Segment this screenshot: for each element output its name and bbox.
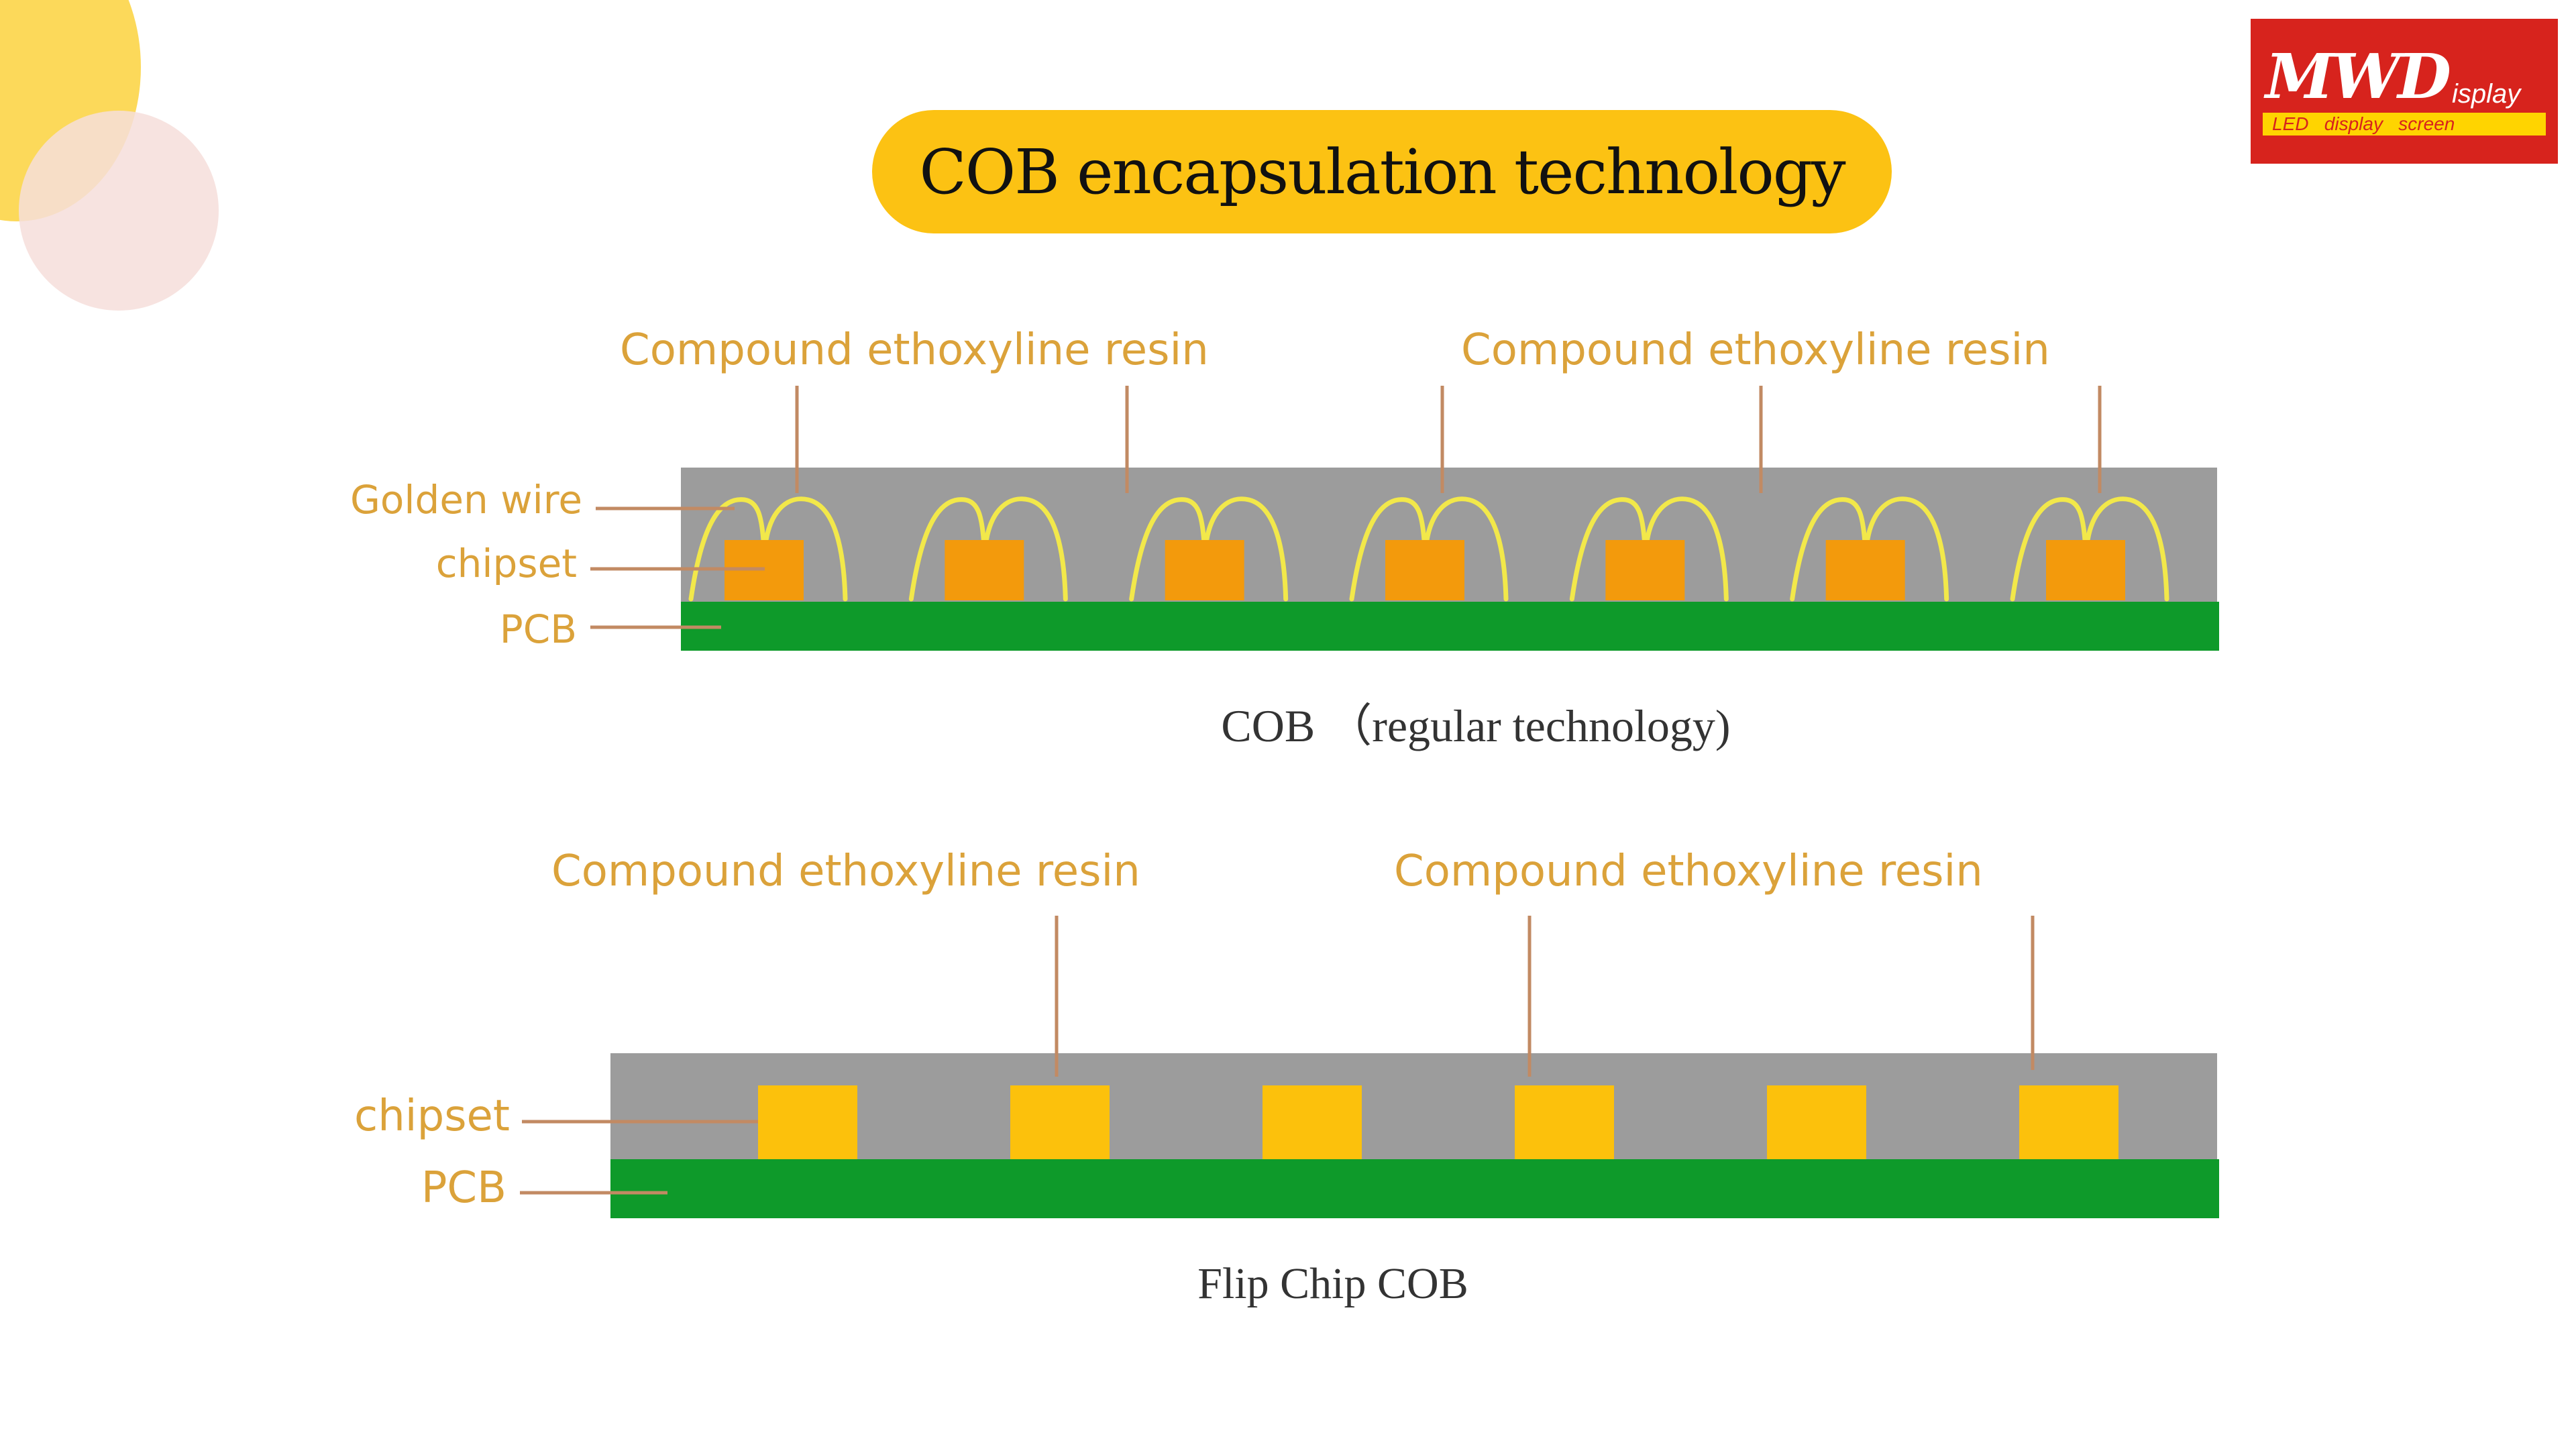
leader-lines	[520, 916, 2035, 1195]
pcb-layer	[681, 602, 2219, 651]
golden-wire	[2010, 496, 2169, 602]
chip	[1010, 1085, 1110, 1159]
chip	[758, 1085, 857, 1159]
chipset-label: chipset	[354, 1091, 510, 1141]
golden-wire	[688, 496, 848, 602]
resin-layer	[610, 1053, 2217, 1159]
pcb-label: PCB	[500, 606, 577, 652]
logo-tagline: LED display screen	[2263, 113, 2546, 136]
resin-label: Compound ethoxyline resin	[1461, 325, 2050, 375]
title-banner: COB encapsulation technology	[872, 110, 1892, 233]
brand-logo: MWD isplay LED display screen	[2251, 19, 2558, 164]
pcb-label: PCB	[421, 1163, 506, 1213]
chip	[1165, 540, 1244, 600]
chipset-label: chipset	[436, 541, 577, 586]
diagram-caption: COB （regular technology)	[1221, 700, 1730, 751]
regular-cob-diagram: Compound ethoxyline resin Compound ethox…	[350, 325, 2219, 751]
golden-wire-label: Golden wire	[350, 477, 582, 523]
golden-wire	[1129, 496, 1289, 602]
decorative-circle-pink	[19, 111, 219, 311]
golden-wire	[1349, 496, 1509, 602]
chip	[1263, 1085, 1362, 1159]
page-title: COB encapsulation technology	[919, 136, 1845, 208]
resin-label: Compound ethoxyline resin	[620, 325, 1209, 375]
chip	[945, 540, 1024, 600]
golden-wire	[1790, 496, 1949, 602]
golden-wire	[1569, 496, 1729, 602]
golden-wire	[908, 496, 1068, 602]
chip	[1515, 1085, 1614, 1159]
chip	[2019, 1085, 2118, 1159]
pcb-layer	[610, 1159, 2219, 1218]
chip	[1767, 1085, 1866, 1159]
chip	[1825, 540, 1905, 600]
logo-wordmark-suffix: isplay	[2452, 79, 2521, 109]
resin-label: Compound ethoxyline resin	[551, 847, 1140, 896]
chip	[1385, 540, 1464, 600]
resin-label: Compound ethoxyline resin	[1394, 847, 1983, 896]
chip	[2046, 540, 2125, 600]
logo-wordmark: MWD	[2265, 40, 2451, 113]
chip	[1605, 540, 1685, 600]
flip-chip-cob-diagram: Compound ethoxyline resin Compound ethox…	[354, 847, 2219, 1308]
diagram-caption: Flip Chip COB	[1197, 1259, 1468, 1308]
leader-lines	[590, 386, 2102, 629]
